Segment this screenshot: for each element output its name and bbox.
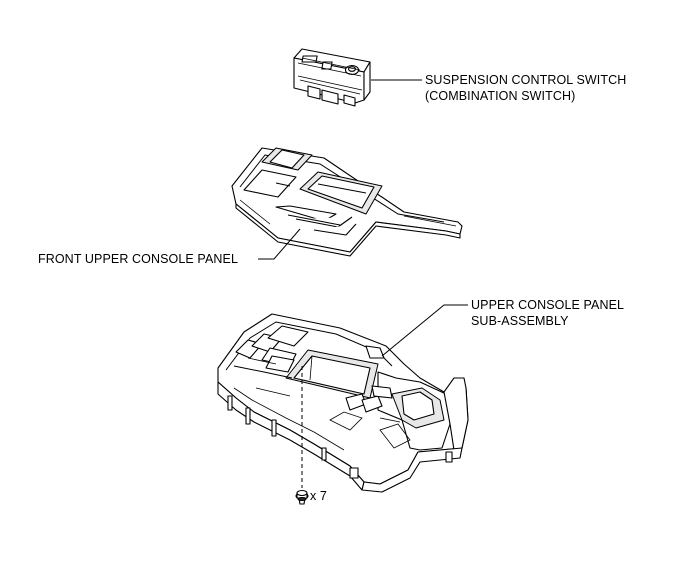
- combination-switch-label: (COMBINATION SWITCH): [425, 89, 576, 103]
- suspension-control-switch: [293, 48, 371, 107]
- upper-panel-leader-line: [381, 304, 468, 357]
- screw-quantity-label: x 7: [310, 489, 327, 503]
- front-upper-console-panel-label: FRONT UPPER CONSOLE PANEL: [38, 252, 238, 266]
- sub-assembly-label: SUB-ASSEMBLY: [471, 314, 569, 328]
- upper-console-panel-sub-assembly: [217, 313, 469, 493]
- upper-console-panel-label: UPPER CONSOLE PANEL: [471, 298, 625, 312]
- front-upper-console-panel: [231, 147, 463, 257]
- front-panel-leader-line: [258, 228, 301, 260]
- screw-icon: [295, 489, 309, 505]
- suspension-control-switch-label: SUSPENSION CONTROL SWITCH: [425, 73, 627, 87]
